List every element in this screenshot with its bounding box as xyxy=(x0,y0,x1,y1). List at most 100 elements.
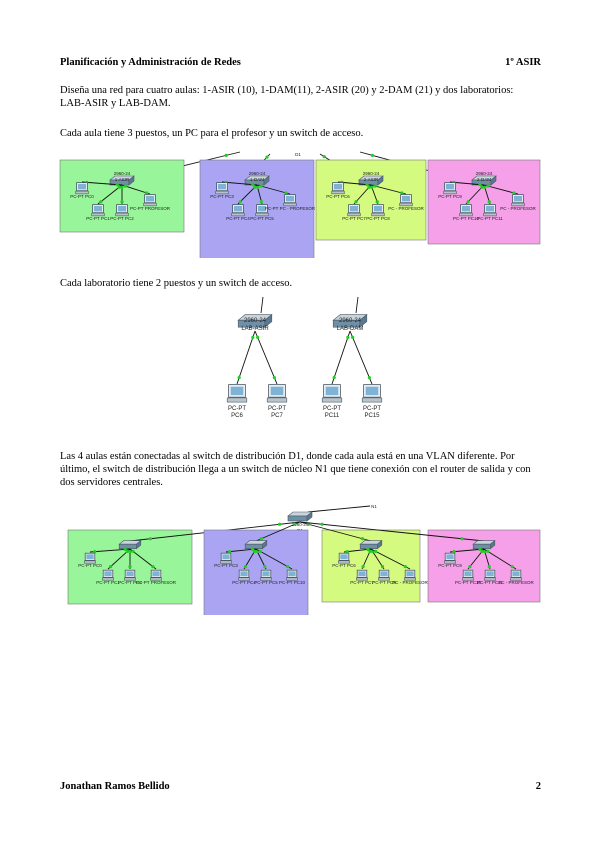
footer-page: 2 xyxy=(535,781,541,792)
link-status-dot xyxy=(224,153,228,157)
pc-type-label: PC-PT xyxy=(323,406,341,412)
network-link xyxy=(370,548,411,570)
pc-label: PC-PT PC6 xyxy=(326,194,350,199)
link-status-dot xyxy=(293,522,297,526)
footer-author: Jonathan Ramos Bellido xyxy=(60,781,170,792)
pc-label: PC-PT PC - PROFESOR xyxy=(265,206,316,211)
pc-label: PC-PT PC3 xyxy=(210,194,234,199)
link-status-dot xyxy=(367,185,371,189)
link-status-dot xyxy=(361,565,365,569)
link-status-dot xyxy=(250,547,254,551)
link-status-dot xyxy=(284,191,288,195)
pc-name-label: PC7 xyxy=(271,413,283,419)
network-link xyxy=(370,184,407,195)
header-title: Planificación y Administración de Redes xyxy=(60,57,241,68)
d3-top-label: N1 xyxy=(371,504,377,509)
link-status-dot xyxy=(365,183,369,187)
network-link xyxy=(483,184,519,195)
link-status-dot xyxy=(486,184,490,188)
access-switch-icon xyxy=(118,539,142,550)
link-status-dot xyxy=(367,376,371,380)
link-status-dot xyxy=(366,547,370,551)
switch-label: 2960-24 xyxy=(114,171,131,176)
link-status-dot xyxy=(346,335,350,339)
link-status-dot xyxy=(93,550,97,554)
pc-type-label: PC-PT xyxy=(268,406,286,412)
pc-label: PC-PT PROFESOR xyxy=(130,206,171,211)
pc-label: PC-PT PC5 xyxy=(250,216,274,221)
link-status-dot xyxy=(480,549,484,553)
access-switch-icon xyxy=(472,539,496,550)
network-link xyxy=(349,330,373,385)
pc-label: PC-PT PC0 xyxy=(70,194,94,199)
pc-icon xyxy=(321,384,343,403)
link-status-dot xyxy=(109,565,113,569)
pc-label: PC-PT PC9 xyxy=(438,563,462,568)
link-status-dot xyxy=(478,183,482,187)
link-status-dot xyxy=(460,537,464,541)
pc-type-label: PC-PT xyxy=(363,406,381,412)
link-status-dot xyxy=(258,549,262,553)
link-status-dot xyxy=(120,200,124,204)
pc-icon xyxy=(444,552,456,564)
pc-label: PC-PT PC3 xyxy=(214,563,238,568)
pc-label: PC-PT PC1 xyxy=(86,216,110,221)
lab-switch-model: 2960-24 xyxy=(339,318,362,324)
link-status-dot xyxy=(131,549,135,553)
pc-label: PC-PT PC8 xyxy=(366,216,390,221)
link-status-dot xyxy=(278,522,282,526)
pc-label: PC-PT PROFESOR xyxy=(136,580,177,585)
link-status-dot xyxy=(128,549,132,553)
pc-icon xyxy=(143,194,157,207)
link-status-dot xyxy=(272,376,276,380)
link-status-dot xyxy=(251,183,255,187)
pc-icon xyxy=(331,182,345,195)
pc-label: PC-PT PC1 xyxy=(96,580,120,585)
pc-type-label: PC-PT xyxy=(228,406,246,412)
switch-label: 2-ASIR xyxy=(364,177,379,182)
pc-label: PC-PT PC4 xyxy=(226,216,250,221)
link-status-dot xyxy=(345,550,349,554)
pc-label: PC-PT PC2 xyxy=(110,216,134,221)
link-status-dot xyxy=(256,185,260,189)
link-status-dot xyxy=(380,565,385,569)
network-link xyxy=(221,181,258,186)
pc-label: PC-PT PC7 xyxy=(350,580,374,585)
link-status-dot xyxy=(256,335,260,339)
network-link xyxy=(89,548,131,553)
pc-icon xyxy=(371,204,385,217)
link-status-dot xyxy=(487,200,491,204)
link-status-dot xyxy=(452,550,456,554)
lab-switch-icon xyxy=(332,313,368,328)
switch-label: 1-DAM xyxy=(250,177,264,182)
link-status-dot xyxy=(400,191,404,195)
link-status-dot xyxy=(468,565,472,569)
network-diagram-labs: 2960-24LAB-ASIRPC-PTPC6PC-PTPC72960-24LA… xyxy=(226,296,383,419)
pc-icon xyxy=(484,569,496,581)
link-status-dot xyxy=(251,335,255,339)
pc-label: PC-PT PC5 xyxy=(254,580,278,585)
link-status-dot xyxy=(351,335,355,339)
link-status-dot xyxy=(115,183,119,187)
link-status-dot xyxy=(306,522,311,526)
paragraph-topology: Las 4 aulas están conectadas al switch d… xyxy=(60,451,531,488)
pc-icon xyxy=(286,569,298,581)
pc-icon xyxy=(338,552,350,564)
link-status-dot xyxy=(375,200,379,204)
link-status-dot xyxy=(486,549,490,553)
lab-switch-name: LAB-DAM xyxy=(337,326,364,332)
paragraph-intro: Diseña una red para cuatro aulas: 1-ASIR… xyxy=(60,85,514,109)
link-status-dot xyxy=(259,184,263,188)
pc-label: PC-PT PC11 xyxy=(477,580,503,585)
pc-label: PC - PROFESOR xyxy=(500,206,536,211)
pc-icon xyxy=(283,194,297,207)
pc-label: PC-PT PC10 xyxy=(455,580,481,585)
link-status-dot xyxy=(403,565,407,569)
